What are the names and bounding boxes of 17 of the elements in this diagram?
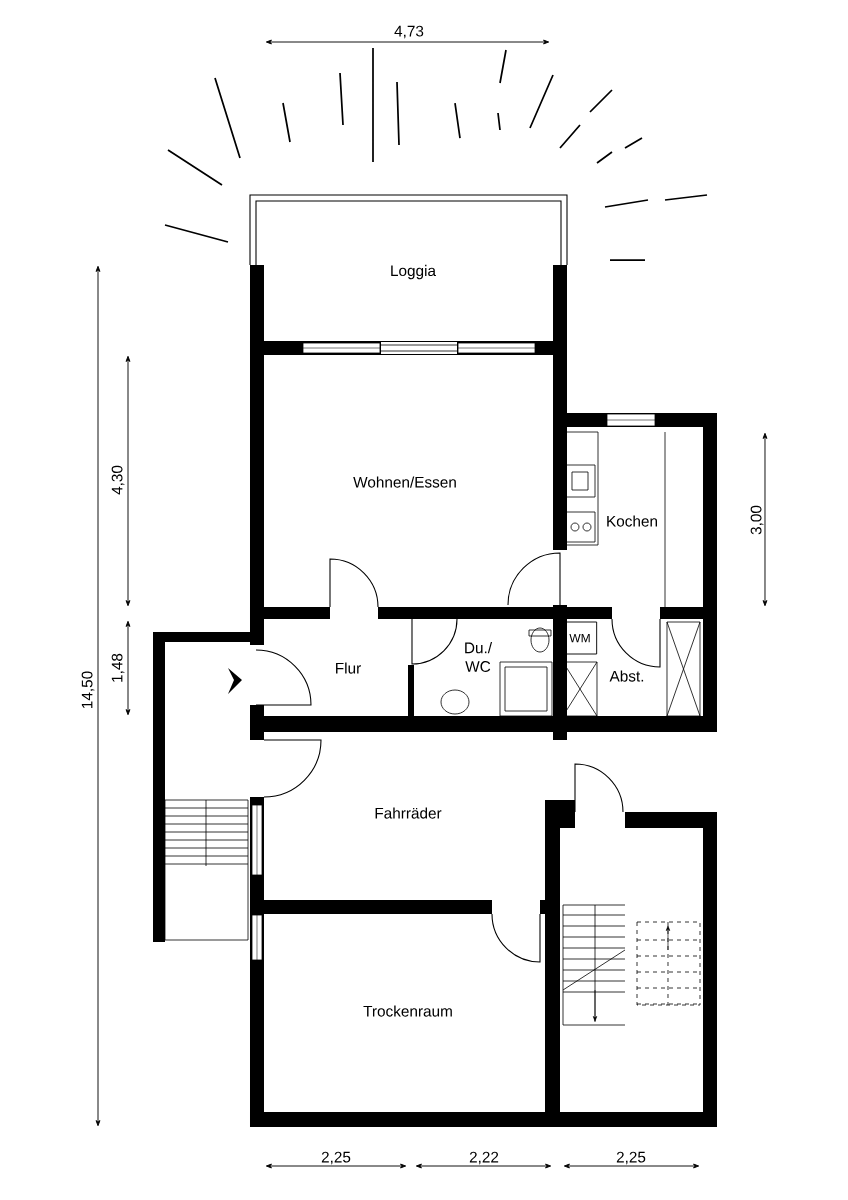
dimension-label: 14,50 bbox=[81, 671, 95, 708]
room-label: Du./ WC bbox=[465, 642, 493, 672]
room-label: Loggia bbox=[391, 264, 436, 280]
dimension-label: 2,22 bbox=[469, 1151, 499, 1165]
dimension-label: 2,25 bbox=[321, 1151, 351, 1165]
dimension-label: 1,48 bbox=[111, 653, 125, 682]
dimension-label: 3,00 bbox=[750, 505, 764, 535]
appliance-box: WM bbox=[562, 621, 598, 655]
room-label: Fahrräder bbox=[375, 807, 442, 819]
dimension-label: 4,73 bbox=[394, 25, 424, 39]
room-label: Kochen bbox=[607, 515, 657, 527]
room-label: Wohnen/Essen bbox=[353, 476, 456, 488]
room-label: Flur bbox=[336, 662, 361, 674]
room-label: Trockenraum bbox=[363, 1005, 452, 1017]
dimension-label: 2,25 bbox=[616, 1151, 646, 1165]
dimension-label: 4,30 bbox=[111, 465, 125, 495]
room-label: Abst. bbox=[609, 670, 644, 682]
